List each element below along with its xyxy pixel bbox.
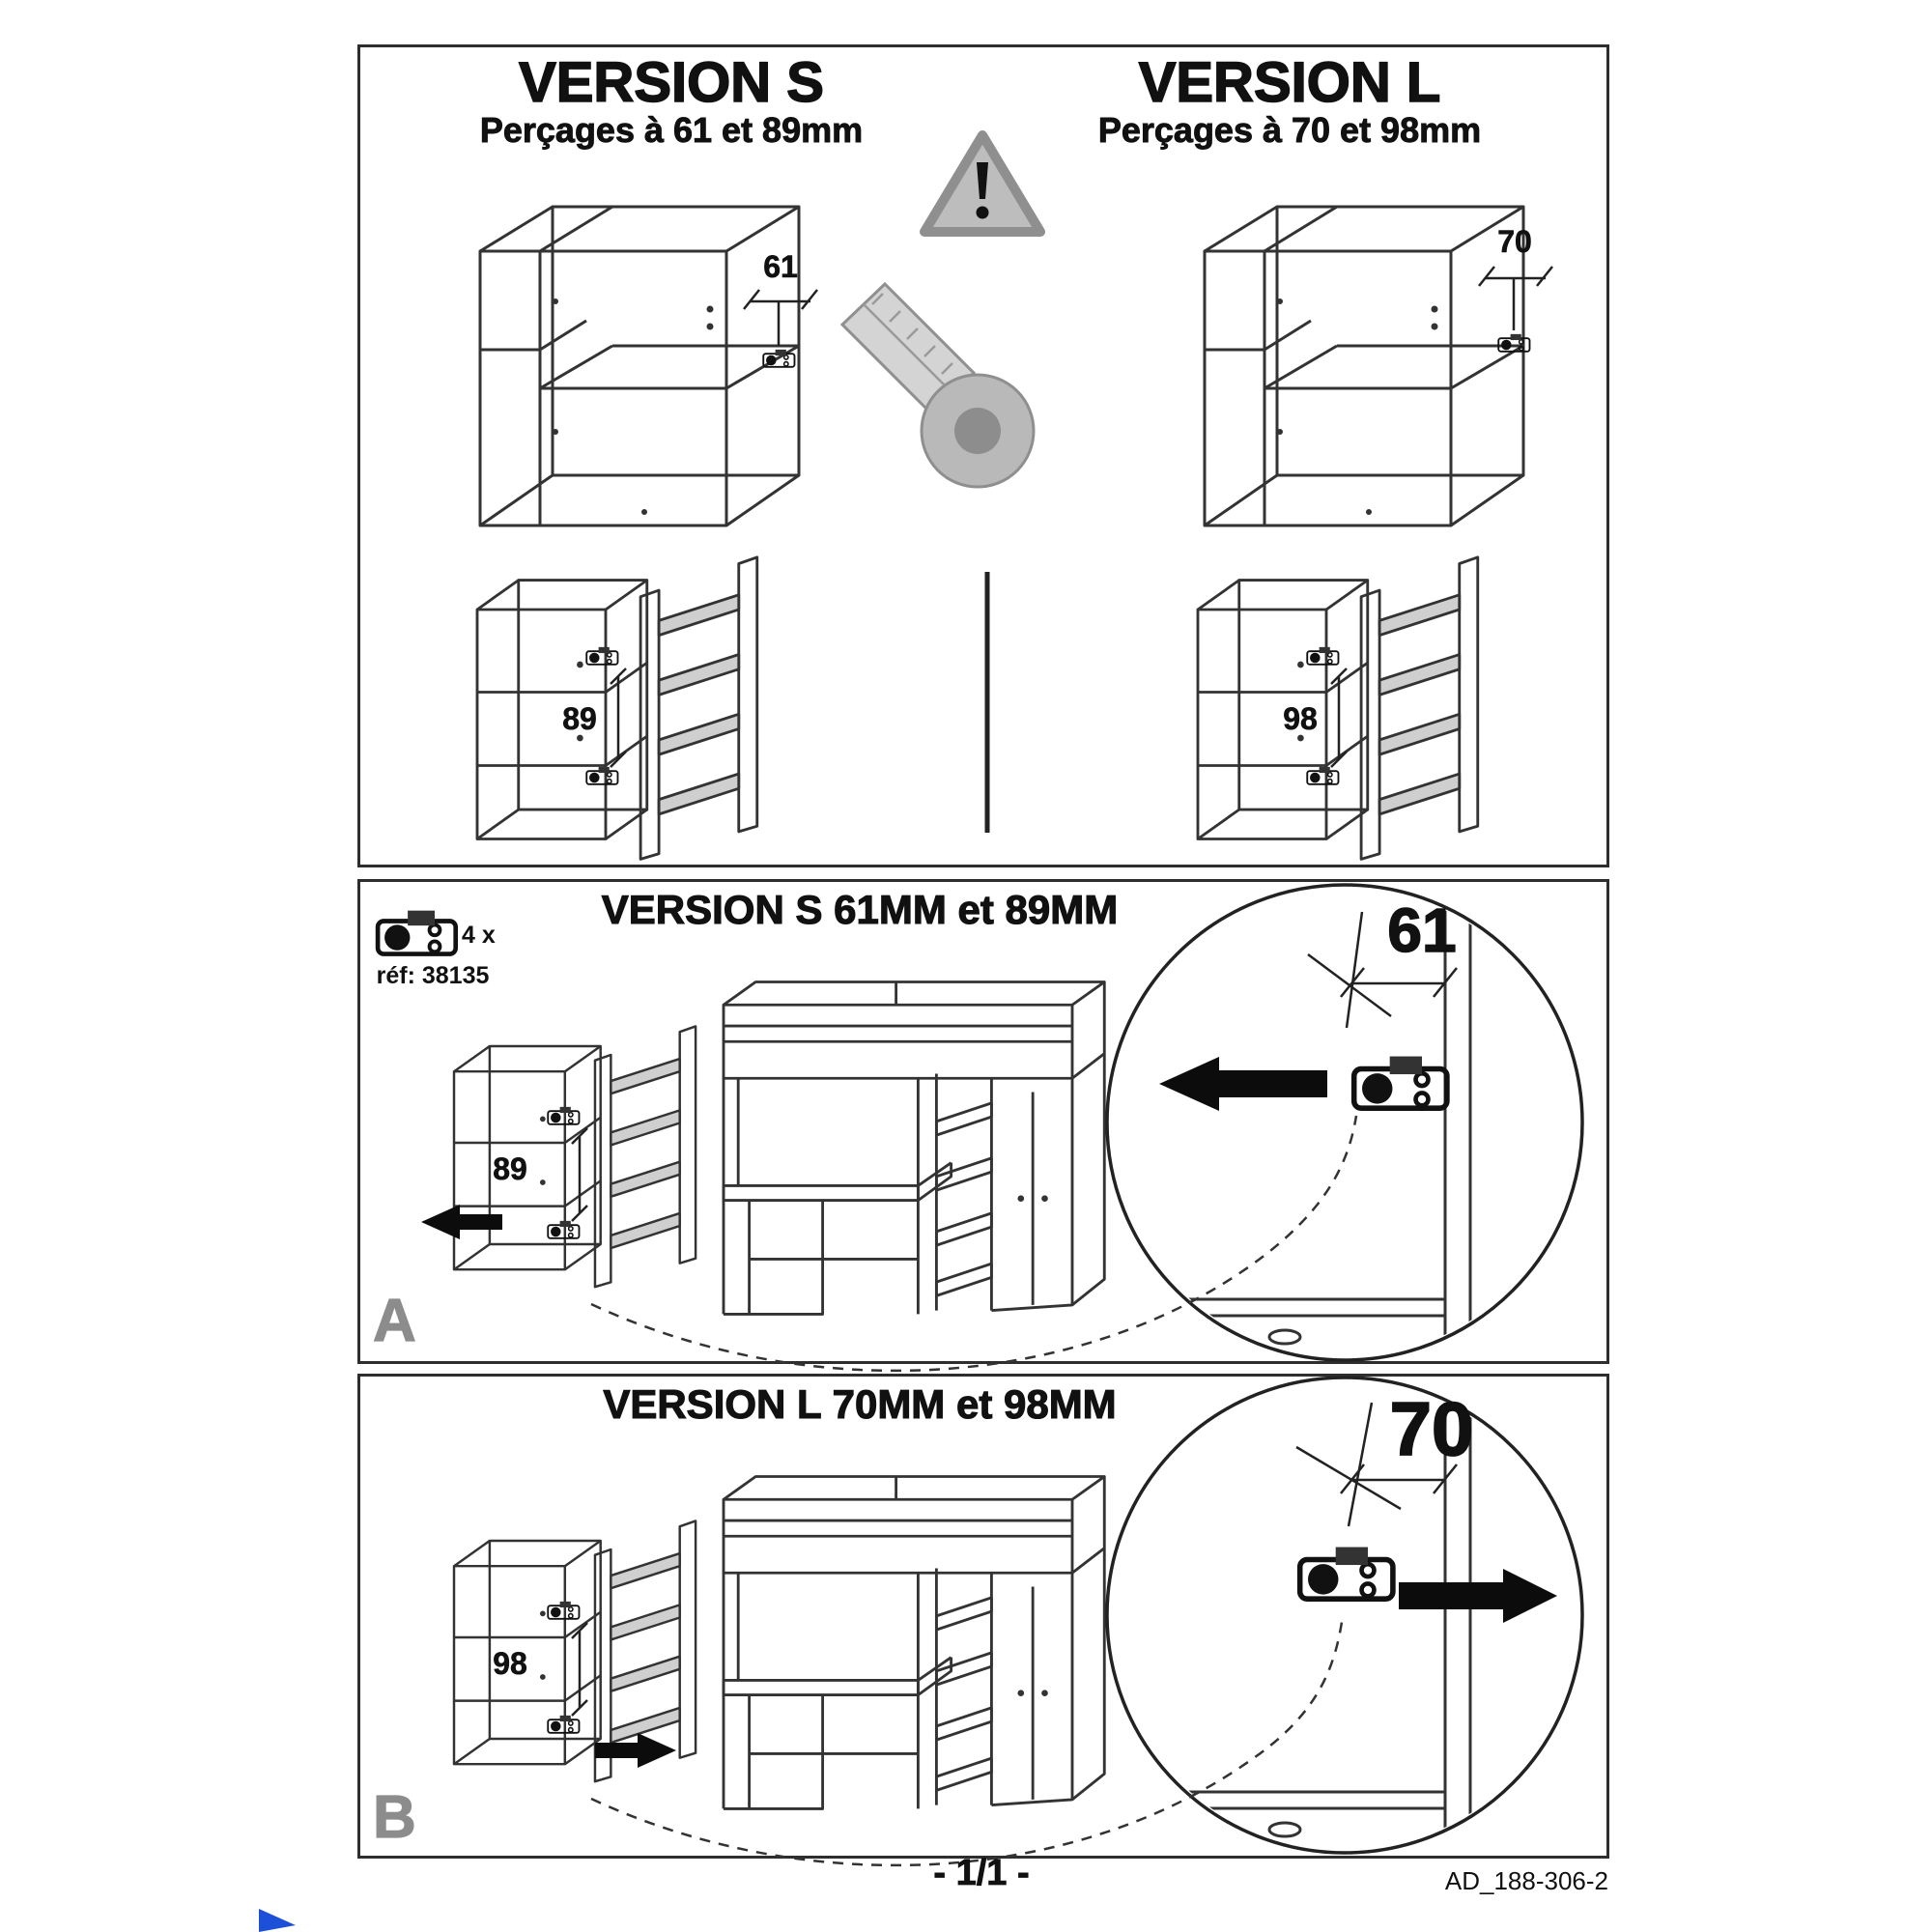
dim-label-89: 89: [562, 701, 597, 737]
section-b-detail-dim: 70: [1389, 1385, 1475, 1472]
dim-label-70: 70: [1497, 224, 1532, 260]
warning-triangle-icon: [920, 130, 1045, 237]
hinge-icon: [547, 1219, 581, 1239]
section-a-detail-dim: 61: [1387, 895, 1458, 966]
step-label-b: B: [372, 1783, 416, 1851]
dim-marker-98-b: [571, 1622, 588, 1717]
hardware-reference: réf: 38135: [376, 962, 490, 989]
section-b-title: VERSION L 70MM et 98MM: [603, 1380, 1117, 1427]
version-l-subtitle: Perçages à 70 et 98mm: [1097, 110, 1482, 151]
hinge-icon: [1306, 765, 1340, 785]
hinge-icon: [547, 1105, 581, 1125]
logo-fragment: [259, 1909, 296, 1932]
section-a-title: VERSION S 61MM et 89MM: [601, 886, 1119, 932]
section-b-loft-bed-diagram: [722, 1475, 1106, 1810]
step-label-a: A: [372, 1287, 416, 1354]
dim-label-61: 61: [763, 249, 798, 285]
version-s-title: VERSION S: [518, 50, 824, 115]
detail-leader-dashed-b: [590, 1614, 1345, 1867]
section-a-frame: [357, 879, 1609, 1364]
dim-marker-70-top: [1478, 266, 1553, 330]
hinge-icon: [1306, 645, 1340, 666]
document-reference: AD_188-306-2: [1444, 1866, 1608, 1895]
tape-measure-icon: [839, 281, 1036, 489]
direction-arrow-right: [595, 1733, 676, 1768]
hinge-hardware-ref-icon: [378, 911, 456, 954]
hinge-icon: [585, 765, 619, 785]
section-a-loft-bed-diagram: [722, 980, 1106, 1316]
top-section-frame: [357, 44, 1609, 867]
dim-label-98: 98: [1283, 701, 1318, 737]
hinge-icon: [547, 1714, 581, 1734]
direction-arrow-left: [421, 1205, 502, 1239]
section-a-cabinet-dim: 89: [493, 1151, 527, 1187]
dim-marker-89-a: [571, 1127, 588, 1222]
hinge-icon: [585, 645, 619, 666]
page-number: - 1/1 -: [933, 1853, 1030, 1894]
dim-marker-61-top: [743, 289, 818, 346]
detail-circle-a: [1105, 883, 1584, 1362]
hardware-quantity: 4 x: [462, 922, 496, 949]
version-s-subtitle: Perçages à 61 et 89mm: [479, 110, 864, 151]
version-l-title: VERSION L: [1138, 50, 1441, 115]
dim-marker-89-top: [610, 668, 627, 768]
detail-circle-b: [1105, 1376, 1584, 1855]
section-b-cabinet-dim: 98: [493, 1646, 527, 1682]
hinge-icon: [1497, 332, 1531, 353]
dim-marker-98-top: [1330, 668, 1348, 768]
section-b-frame: [357, 1374, 1609, 1859]
hinge-icon: [547, 1600, 581, 1620]
